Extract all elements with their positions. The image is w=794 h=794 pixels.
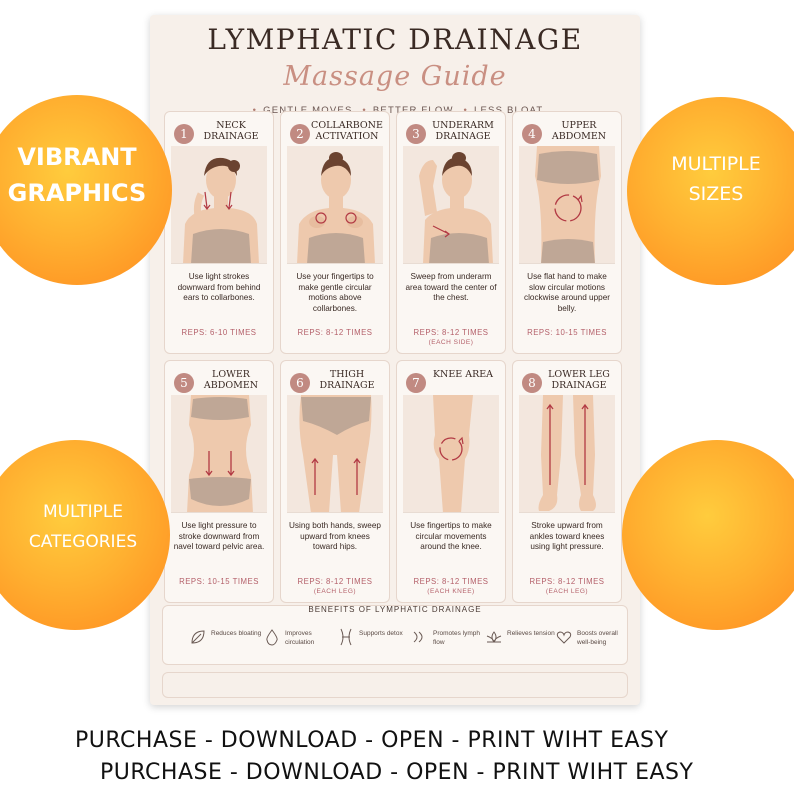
benefit-text: Boosts overall well-being <box>577 630 618 646</box>
tagline: •GENTLE MOVES •BETTER FLOW •LESS BLOAT <box>150 105 640 116</box>
badge-multiple-categories: MULTIPLE CATEGORIES <box>0 440 170 630</box>
step-description: Use fingertips to make circular movement… <box>410 521 492 551</box>
badge-line: SIZES <box>688 183 744 205</box>
step-description: Use light pressure to stroke downward fr… <box>173 521 265 551</box>
tagline-item: LESS BLOAT <box>474 105 544 116</box>
neck-illustration <box>171 146 267 264</box>
benefit-text: Supports detox <box>359 630 403 637</box>
badge-line: MULTIPLE <box>671 153 761 175</box>
step-number: 3 <box>406 124 426 144</box>
benefits-panel: BENEFITS OF LYMPHATIC DRAINAGE Reduces b… <box>162 605 628 665</box>
step-title: UPPER ABDOMEN <box>551 120 607 142</box>
step-title: LOWER ABDOMEN <box>203 369 259 391</box>
benefit-text: Reduces bloating <box>211 630 262 637</box>
benefit-item: Reduces bloating <box>189 626 264 658</box>
underarm-illustration <box>403 146 499 264</box>
step-title: KNEE AREA <box>432 369 494 380</box>
step-card: 1 NECK DRAINAGE Use light strokes downwa… <box>164 111 274 354</box>
tagline-item: BETTER FLOW <box>372 105 453 116</box>
lotus-icon <box>486 631 502 643</box>
poster: LYMPHATIC DRAINAGE Massage Guide •GENTLE… <box>150 15 640 705</box>
step-description: Stroke upward from ankles toward knees u… <box>529 521 605 551</box>
step-description: Using both hands, sweep upward from knee… <box>289 521 381 551</box>
thigh-illustration <box>287 395 383 513</box>
step-reps: REPS: 10-15 TIMES <box>527 328 607 337</box>
step-reps-note: (EACH SIDE) <box>428 339 474 346</box>
footer-line-1: PURCHASE - DOWNLOAD - OPEN - PRINT WIHT … <box>75 728 669 753</box>
benefit-item: Improves circulation <box>263 626 338 658</box>
benefit-item: Supports detox <box>337 626 412 658</box>
heart-icon <box>556 631 572 644</box>
step-description: Use your fingertips to make gentle circu… <box>296 272 374 313</box>
step-number: 1 <box>174 124 194 144</box>
benefit-item: Relieves tension <box>485 626 560 658</box>
step-card: 3 UNDERARM DRAINAGE Sweep from underarm … <box>396 111 506 354</box>
step-title: COLLARBONE ACTIVATION <box>311 120 383 142</box>
badge-line: GRAPHICS <box>7 179 147 207</box>
step-number: 2 <box>290 124 310 144</box>
step-card: 6 THIGH DRAINAGE Using both hands, sweep… <box>280 360 390 603</box>
knee-illustration <box>403 395 499 513</box>
step-card: 4 UPPER ABDOMEN Use flat hand to make sl… <box>512 111 622 354</box>
step-title: NECK DRAINAGE <box>203 120 259 142</box>
step-reps-note: (EACH KNEE) <box>427 588 475 595</box>
step-card: 8 LOWER LEG DRAINAGE Stroke upward from … <box>512 360 622 603</box>
step-card: 5 LOWER ABDOMEN Use light pressure to st… <box>164 360 274 603</box>
step-number: 5 <box>174 373 194 393</box>
poster-subtitle: Massage Guide <box>283 61 507 92</box>
footer-line-2: PURCHASE - DOWNLOAD - OPEN - PRINT WIHT … <box>100 760 694 785</box>
blank-panel <box>162 672 628 698</box>
benefit-text: Promotes lymph flow <box>433 630 480 646</box>
step-reps: REPS: 8-12 TIMES <box>297 577 373 586</box>
flow-icon <box>413 631 423 643</box>
drop-icon <box>266 629 278 646</box>
badge-line: CATEGORIES <box>28 532 138 552</box>
step-reps-note: (EACH LEG) <box>545 588 589 595</box>
step-description: Use light strokes downward from behind e… <box>177 272 261 302</box>
collarbone-illustration <box>287 146 383 264</box>
badge-multiple-sizes: MULTIPLE SIZES <box>627 97 794 285</box>
lower-abdomen-illustration <box>171 395 267 513</box>
step-reps: REPS: 10-15 TIMES <box>179 577 259 586</box>
badge-line: MULTIPLE <box>42 502 124 522</box>
step-reps: REPS: 8-12 TIMES <box>297 328 373 337</box>
step-reps: REPS: 8-12 TIMES <box>413 577 489 586</box>
benefit-item: Promotes lymph flow <box>411 626 486 658</box>
benefit-text: Improves circulation <box>285 630 315 646</box>
step-reps: REPS: 8-12 TIMES <box>529 577 605 586</box>
benefit-text: Relieves tension <box>507 630 555 637</box>
waist-icon <box>340 628 352 646</box>
step-number: 7 <box>406 373 426 393</box>
badge-vibrant-graphics: VIBRANT GRAPHICS <box>0 95 172 285</box>
step-description: Use flat hand to make slow circular moti… <box>523 272 611 313</box>
step-reps: REPS: 6-10 TIMES <box>181 328 257 337</box>
leaf-icon <box>191 630 205 644</box>
step-reps: REPS: 8-12 TIMES <box>413 328 489 337</box>
badge-empty <box>622 440 794 630</box>
tagline-item: GENTLE MOVES <box>263 105 352 116</box>
step-description: Sweep from underarm area toward the cent… <box>405 272 497 302</box>
step-title: UNDERARM DRAINAGE <box>432 120 494 142</box>
step-number: 8 <box>522 373 542 393</box>
benefits-title: BENEFITS OF LYMPHATIC DRAINAGE <box>308 605 482 614</box>
step-number: 4 <box>522 124 542 144</box>
upper-abdomen-illustration <box>519 146 615 264</box>
step-title: LOWER LEG DRAINAGE <box>548 369 610 391</box>
lower-leg-illustration <box>519 395 615 513</box>
badge-line: VIBRANT <box>17 143 137 171</box>
step-title: THIGH DRAINAGE <box>319 369 375 391</box>
benefit-item: Boosts overall well-being <box>555 626 630 658</box>
step-number: 6 <box>290 373 310 393</box>
step-card: 7 KNEE AREA Use fingertips to make circu… <box>396 360 506 603</box>
step-card: 2 COLLARBONE ACTIVATION Use your fingert… <box>280 111 390 354</box>
step-reps-note: (EACH LEG) <box>313 588 357 595</box>
poster-title: LYMPHATIC DRAINAGE <box>207 23 583 56</box>
